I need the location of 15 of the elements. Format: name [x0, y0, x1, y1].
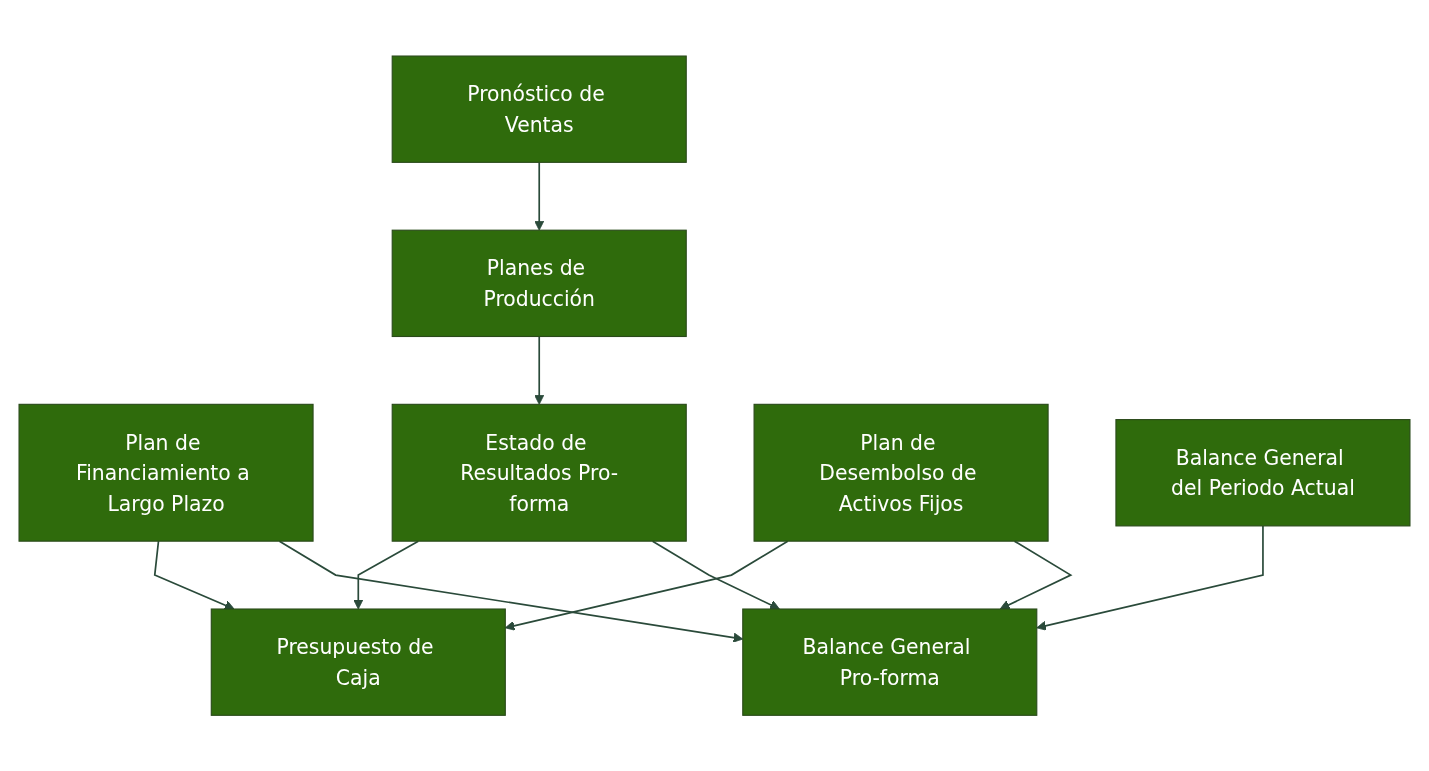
arrow: [999, 540, 1073, 610]
arrow: [651, 540, 780, 610]
node-box: Presupuesto de Caja: [210, 608, 506, 716]
arrow: [353, 540, 420, 610]
node-box: Balance General del Periodo Actual: [1115, 418, 1411, 527]
arrow: [534, 161, 545, 231]
node-box: Plan de Desembolso de Activos Fijos: [753, 403, 1049, 542]
arrow: [153, 540, 235, 610]
node-box: Estado de Resultados Pro-forma: [391, 403, 687, 542]
arrow: [534, 335, 545, 405]
node-box: Pronóstico de Ventas: [391, 55, 687, 163]
node-box: Planes de Producción: [391, 229, 687, 337]
arrow: [1036, 524, 1264, 631]
node-box: Balance General Pro-forma: [742, 608, 1038, 716]
node-box: Plan de Financiamiento a Largo Plazo: [18, 403, 314, 542]
